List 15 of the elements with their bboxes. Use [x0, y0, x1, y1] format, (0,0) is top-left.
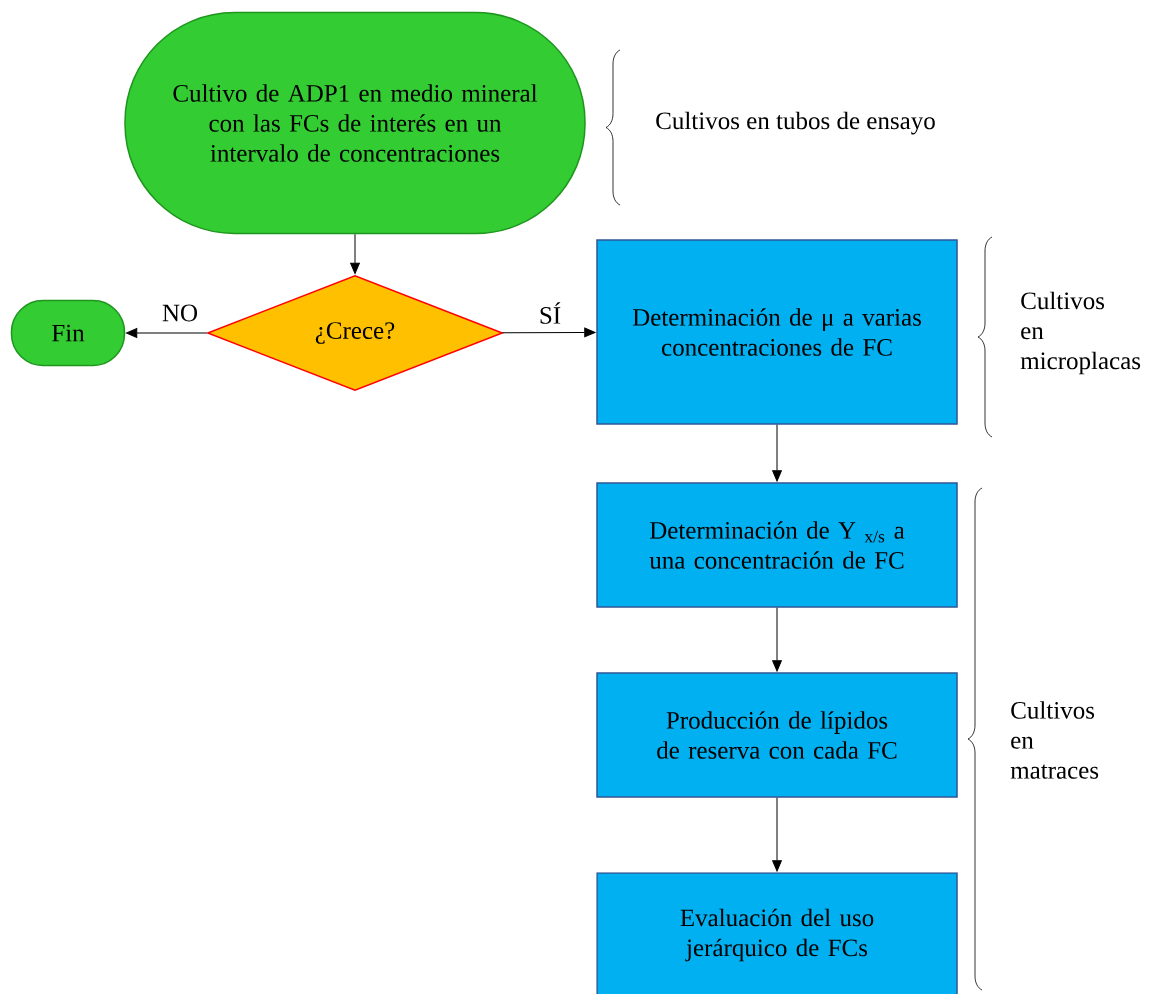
group-label: Cultivos en microplacas	[1020, 291, 1141, 375]
edge-label: NO	[160, 303, 200, 323]
arrow	[772, 607, 782, 672]
arrow	[772, 797, 782, 872]
process-box: Determinación de Y $_{x/s}$ a una concentración de FC	[596, 482, 958, 608]
edge-label: SÍ	[537, 301, 563, 325]
arrow	[772, 424, 782, 482]
process-box: Evaluación del uso jerárquico de FCs	[596, 872, 958, 994]
group-label: Cultivos en tubos de ensayo	[656, 111, 935, 135]
process-box: Producción de lípidos de reserva con cada FC	[596, 672, 958, 798]
arrow	[350, 233, 360, 274]
group-label: Cultivos en matraces	[1010, 701, 1099, 779]
arrow	[126, 328, 208, 338]
process-box: Determinación de μ a varias concentraciones de FC	[596, 239, 958, 425]
arrow	[501, 327, 596, 338]
